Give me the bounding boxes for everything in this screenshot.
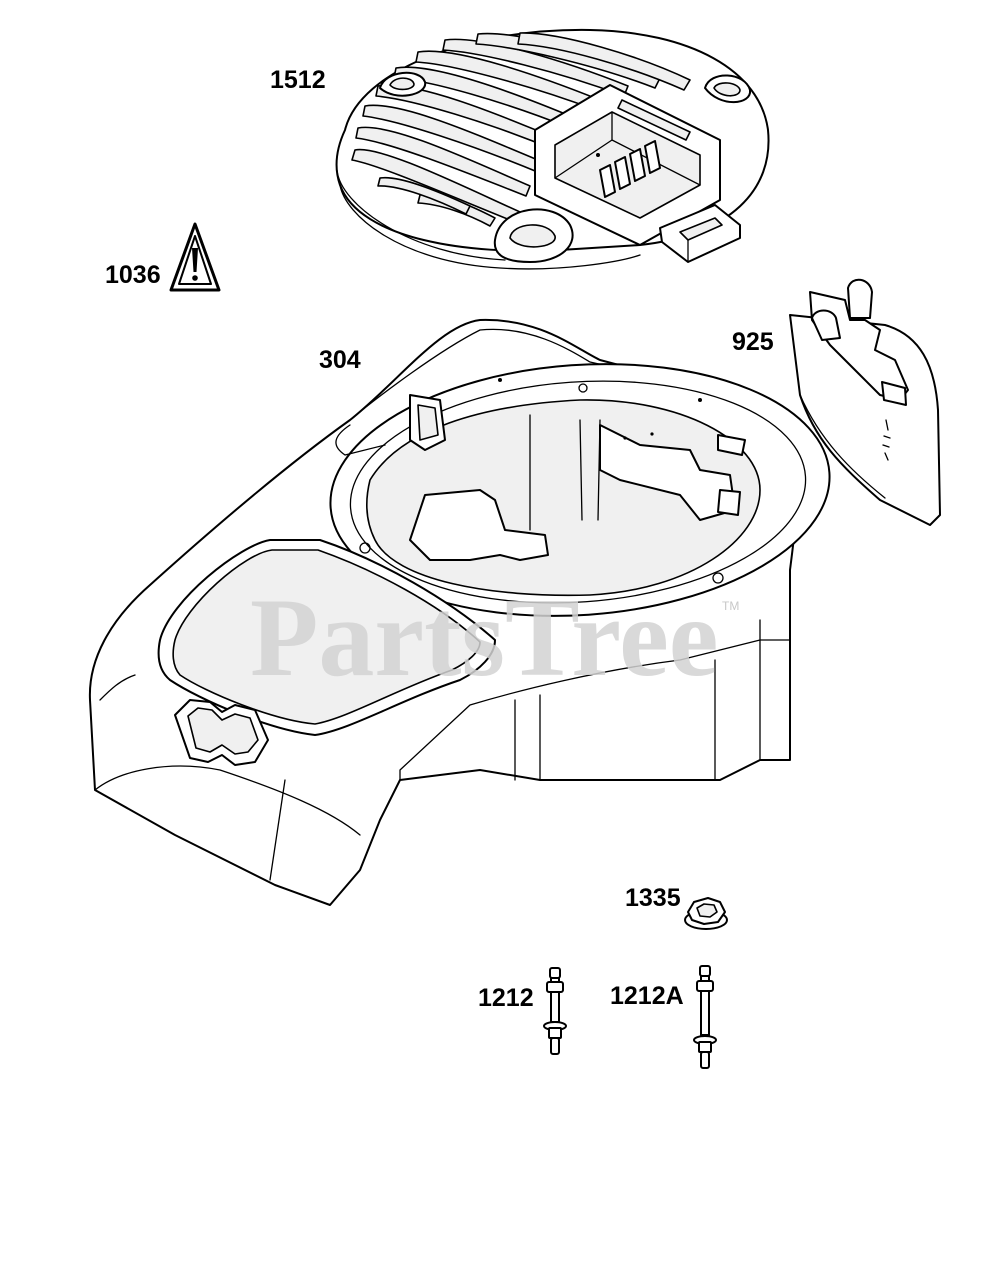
grille-fins [599,140,661,198]
part-1036-warning[interactable] [169,222,221,292]
callout-1512[interactable]: 1512 [270,66,326,94]
svg-text:PartsTree: PartsTree [250,576,719,700]
part-925-guard[interactable] [789,278,941,526]
svg-text:TM: TM [722,599,739,613]
partstree-watermark: PartsTree TM [250,576,739,700]
warning-triangle-icon [169,222,221,292]
part-1335-nut[interactable] [684,897,728,930]
part-1512-grille[interactable] [335,28,770,270]
callout-1036[interactable]: 1036 [105,261,161,289]
callout-1212A[interactable]: 1212A [610,982,684,1010]
callout-1212[interactable]: 1212 [478,984,534,1012]
callout-304[interactable]: 304 [319,346,361,374]
part-1212-stud[interactable] [543,967,567,1055]
part-1212A-stud[interactable] [693,965,717,1069]
part-304-blower-housing[interactable] [88,318,838,906]
housing-logo-badge [174,699,269,766]
callout-925[interactable]: 925 [732,328,774,356]
callout-1335[interactable]: 1335 [625,884,681,912]
